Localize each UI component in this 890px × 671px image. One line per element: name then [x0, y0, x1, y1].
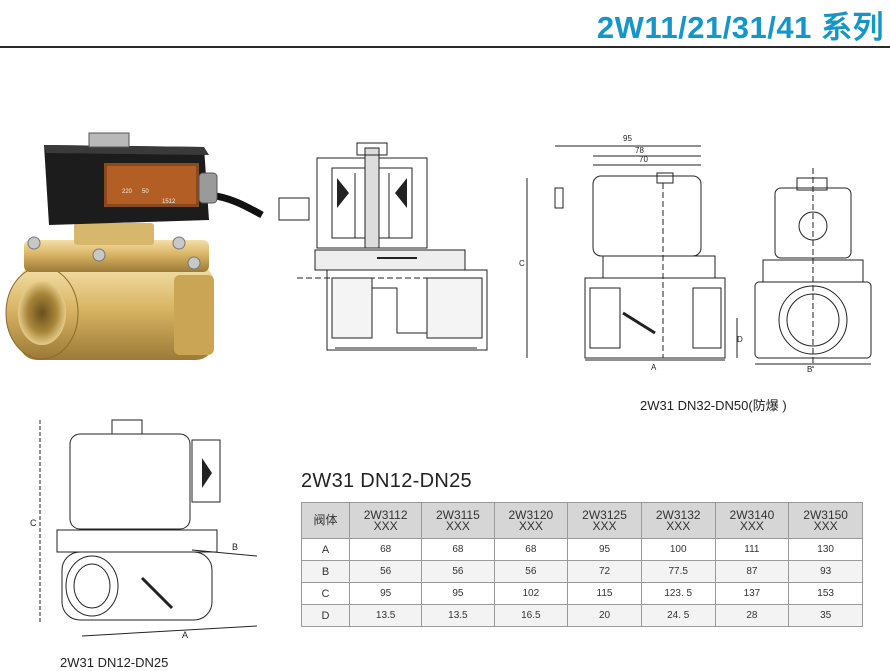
column-model: 2W3140	[729, 507, 775, 522]
table-cell: 13.5	[421, 604, 495, 627]
coil-label-freq: 50	[142, 189, 149, 195]
column-suffix: XXX	[666, 518, 691, 533]
column-model: 2W3115	[435, 507, 480, 522]
table-title: 2W31 DN12-DN25	[301, 470, 472, 492]
table-cell: 130	[788, 538, 863, 561]
valve-front-drawing: 95 78 70 C A D	[519, 134, 743, 372]
table-cell: 111	[714, 538, 790, 561]
dim-c-label: C	[519, 259, 525, 268]
valve-section-drawing	[278, 142, 488, 351]
table-cell: 93	[788, 560, 863, 583]
table-corner-header: 阀体	[301, 502, 350, 539]
page-title: 2W11/21/31/41 系列	[596, 10, 884, 45]
table-cell: 153	[788, 582, 863, 605]
valve-side-drawing: B	[754, 168, 872, 373]
row-label: C	[301, 582, 350, 605]
table-cell: 77.5	[640, 560, 716, 583]
table-cell: 20	[567, 604, 642, 627]
table-cell: 87	[714, 560, 790, 583]
table-cell: 56	[493, 560, 569, 583]
row-label: B	[301, 560, 350, 583]
small-dim-a-label: A	[182, 630, 188, 640]
column-suffix: XXX	[518, 518, 543, 533]
table-cell: 56	[421, 560, 495, 583]
column-model: 2W3120	[508, 507, 554, 522]
table-cell: 95	[567, 538, 642, 561]
coil-label-code: 1512	[162, 199, 176, 205]
dim-95-label: 95	[623, 134, 632, 143]
column-model: 2W3112	[363, 507, 408, 522]
table-cell: 95	[348, 582, 423, 605]
table-cell: 95	[421, 582, 495, 605]
table-cell: 68	[421, 538, 495, 561]
table-cell: 35	[788, 604, 863, 627]
table-cell: 16.5	[493, 604, 569, 627]
coil-label-voltage: 220	[122, 189, 133, 195]
table-cell: 28	[714, 604, 790, 627]
table-cell: 13.5	[348, 604, 423, 627]
dim-d-label: D	[737, 335, 743, 344]
table-cell: 68	[493, 538, 569, 561]
valve-small-drawing: C B A	[30, 419, 258, 640]
row-label: D	[301, 604, 350, 627]
row-label: A	[301, 538, 350, 561]
small-dim-b-label: B	[232, 542, 238, 552]
table-cell: 56	[348, 560, 423, 583]
column-suffix: XXX	[445, 518, 470, 533]
title-divider	[0, 46, 890, 48]
table-cell: 123. 5	[640, 582, 716, 605]
table-row: C 95 95 102 115 123. 5 137 153	[301, 582, 863, 605]
valve-photo: 220 50 1512	[5, 132, 264, 360]
table-cell: 72	[567, 560, 642, 583]
table-cell: 115	[567, 582, 642, 605]
dim-70-label: 70	[639, 155, 648, 164]
table-row: A 68 68 68 95 100 111 130	[301, 538, 863, 561]
column-suffix: XXX	[373, 518, 398, 533]
dim-b-label: B	[807, 365, 812, 373]
caption-dn12-dn25: 2W31 DN12-DN25	[60, 655, 169, 670]
column-model: 2W3150	[803, 507, 848, 522]
table-row: B 56 56 56 72 77.5 87 93	[301, 560, 863, 583]
table-cell: 102	[493, 582, 569, 605]
column-model: 2W3132	[655, 507, 701, 522]
table-cell: 68	[348, 538, 423, 561]
table-cell: 24. 5	[640, 604, 716, 627]
table-cell: 100	[640, 538, 716, 561]
column-suffix: XXX	[813, 518, 838, 533]
small-dim-c-label: C	[30, 518, 37, 528]
dim-78-label: 78	[635, 146, 644, 155]
column-suffix: XXX	[739, 518, 764, 533]
table-cell: 137	[714, 582, 790, 605]
column-suffix: XXX	[592, 518, 617, 533]
caption-dn32-dn50: 2W31 DN32-DN50(防爆 )	[640, 398, 787, 413]
dim-a-label: A	[651, 363, 657, 372]
table-row: D 13.5 13.5 16.5 20 24. 5 28 35	[301, 604, 863, 627]
column-model: 2W3125	[582, 507, 627, 522]
